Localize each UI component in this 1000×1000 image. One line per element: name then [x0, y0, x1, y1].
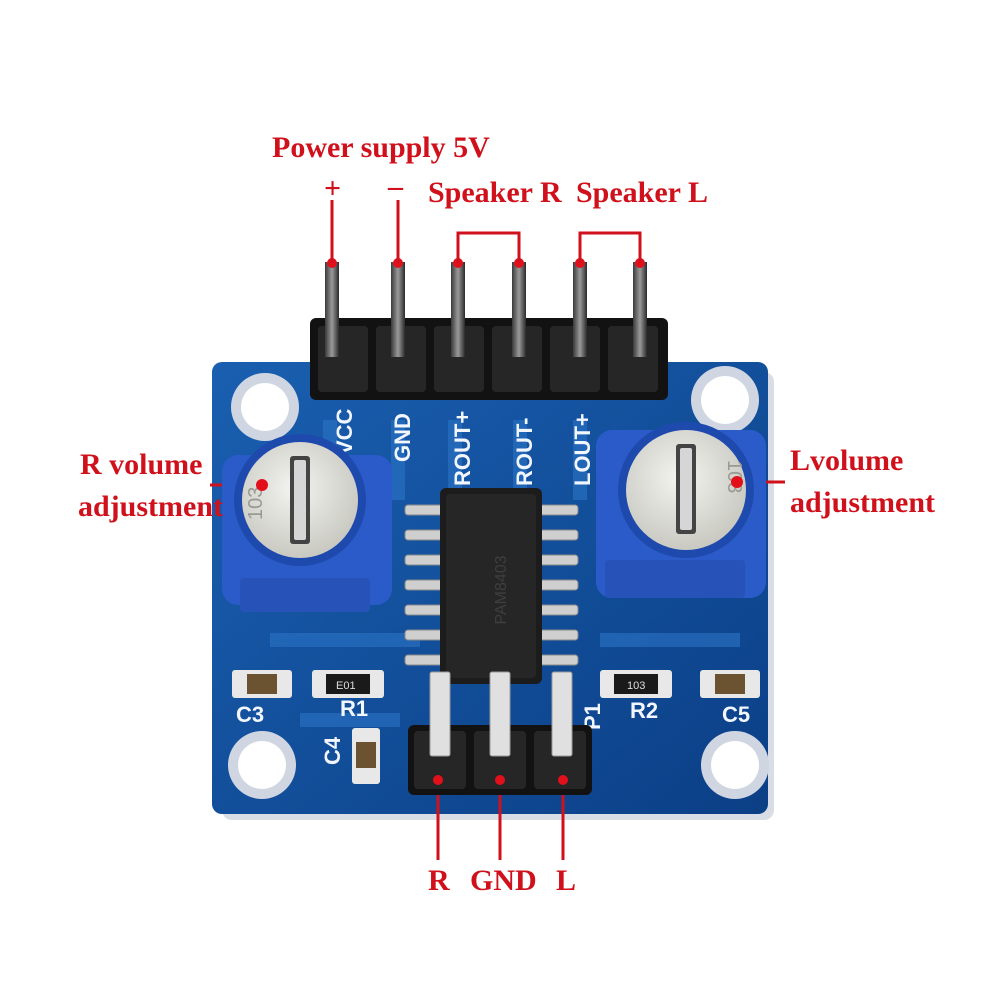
label-speaker-r: Speaker R: [428, 176, 562, 209]
resistor-right-code: 103: [627, 680, 645, 692]
smd-components: E01 103: [232, 670, 760, 784]
label-input-gnd: GND: [470, 864, 537, 897]
silk-gnd: GND: [390, 413, 415, 462]
pin-header-icon: [408, 671, 592, 795]
label-plus: +: [324, 172, 342, 205]
potentiometer-icon: 103: [596, 422, 766, 598]
silk-c4: C4: [320, 736, 345, 765]
pin-header-icon: [310, 258, 668, 400]
potentiometer-icon: 103: [222, 434, 392, 612]
chip-marking: PAM8403: [493, 555, 510, 624]
silk-rout-minus: ROUT-: [512, 418, 537, 486]
label-l-volume-line1: Lvolume: [790, 444, 904, 477]
pot-left-code: 103: [245, 487, 267, 520]
label-input-r: R: [428, 864, 450, 897]
ic-chip-icon: PAM8403: [404, 488, 579, 684]
silk-c5: C5: [722, 702, 750, 727]
label-l-volume-line2: adjustment: [790, 486, 936, 519]
silk-lout-plus: LOUT+: [570, 413, 595, 486]
pot-right-code: 103: [723, 460, 745, 493]
silk-c3: C3: [236, 702, 264, 727]
label-speaker-l: Speaker L: [576, 176, 708, 209]
silkscreen-labels: VCC GND ROUT+ ROUT- LOUT+ C3 R1 C4 P1 R2…: [236, 408, 750, 765]
silk-r1: R1: [340, 696, 368, 721]
label-r-volume-line1: R volume: [80, 448, 203, 481]
mounting-hole-icon: [228, 366, 769, 799]
silk-rout-plus: ROUT+: [450, 411, 475, 486]
label-power-supply: Power supply 5V: [272, 131, 490, 164]
label-input-l: L: [556, 864, 577, 897]
label-r-volume-line2: adjustment: [78, 490, 224, 523]
resistor-left-code: E01: [336, 680, 356, 692]
label-minus: –: [388, 170, 403, 203]
silk-r2: R2: [630, 698, 658, 723]
